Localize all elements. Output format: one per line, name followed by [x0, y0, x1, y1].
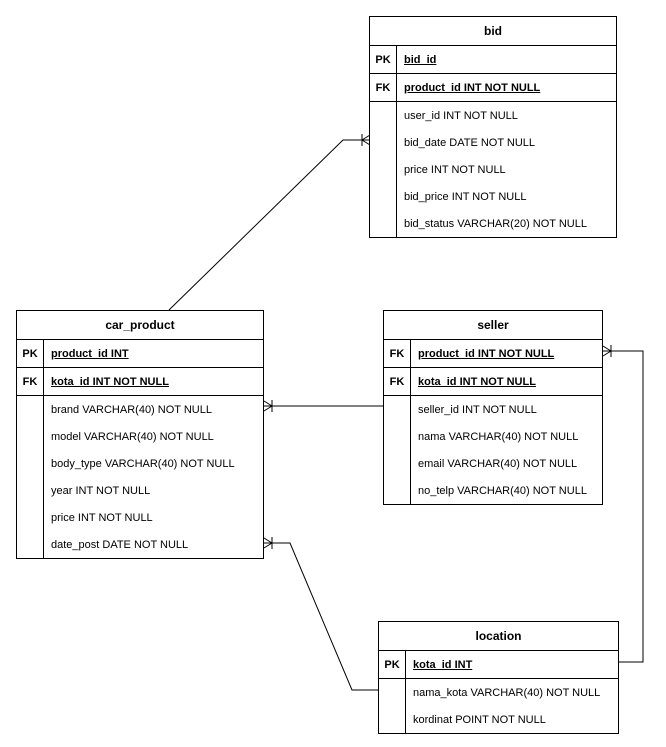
table-seller[interactable]: seller FK product_id INT NOT NULL FK kot…	[383, 310, 603, 505]
key-row[interactable]: FK kota_id INT NOT NULL	[384, 368, 602, 396]
attribute-row[interactable]: user_id INT NOT NULL	[404, 109, 518, 122]
key-row[interactable]: FK kota_id INT NOT NULL	[17, 368, 263, 396]
attribute-row[interactable]: seller_id INT NOT NULL	[418, 403, 537, 416]
attribute-section: seller_id INT NOT NULL nama VARCHAR(40) …	[384, 396, 602, 504]
attribute-row[interactable]: year INT NOT NULL	[51, 484, 151, 497]
attribute-gutter	[17, 396, 44, 558]
attribute-list: brand VARCHAR(40) NOT NULL model VARCHAR…	[44, 396, 263, 558]
key-row[interactable]: FK product_id INT NOT NULL	[384, 340, 602, 368]
attribute-section: user_id INT NOT NULL bid_date DATE NOT N…	[370, 102, 616, 237]
attribute-row[interactable]: nama_kota VARCHAR(40) NOT NULL	[413, 686, 601, 699]
key-row[interactable]: PK bid_id	[370, 46, 616, 74]
attribute-row[interactable]: price INT NOT NULL	[404, 163, 506, 176]
key-type: FK	[384, 368, 411, 395]
attribute-row[interactable]: body_type VARCHAR(40) NOT NULL	[51, 457, 235, 470]
key-row[interactable]: PK product_id INT	[17, 340, 263, 368]
attribute-list: user_id INT NOT NULL bid_date DATE NOT N…	[397, 102, 616, 237]
relation-car-product-bid[interactable]	[168, 139, 370, 311]
key-field: kota_id INT	[413, 658, 473, 671]
crowfoot-car-product-brand-icon	[263, 400, 273, 412]
key-row[interactable]: FK product_id INT NOT NULL	[370, 74, 616, 102]
key-type: FK	[17, 368, 44, 395]
attribute-row[interactable]: no_telp VARCHAR(40) NOT NULL	[418, 484, 587, 497]
key-row[interactable]: PK kota_id INT	[379, 651, 618, 679]
attribute-row[interactable]: bid_status VARCHAR(20) NOT NULL	[404, 217, 587, 230]
key-field: product_id INT NOT NULL	[404, 81, 541, 94]
table-title: location	[379, 622, 618, 651]
key-type: PK	[379, 651, 406, 678]
key-field: product_id INT	[51, 347, 129, 360]
table-car-product[interactable]: car_product PK product_id INT FK kota_id…	[16, 310, 264, 559]
key-type: FK	[370, 74, 397, 101]
key-type: FK	[384, 340, 411, 367]
attribute-row[interactable]: price INT NOT NULL	[51, 511, 153, 524]
table-bid[interactable]: bid PK bid_id FK product_id INT NOT NULL…	[369, 16, 617, 238]
key-field: product_id INT NOT NULL	[418, 347, 555, 360]
attribute-row[interactable]: brand VARCHAR(40) NOT NULL	[51, 403, 212, 416]
attribute-row[interactable]: bid_price INT NOT NULL	[404, 190, 527, 203]
table-title: seller	[384, 311, 602, 340]
relation-location-seller[interactable]	[603, 350, 644, 663]
attribute-section: nama_kota VARCHAR(40) NOT NULL kordinat …	[379, 679, 618, 733]
attribute-section: brand VARCHAR(40) NOT NULL model VARCHAR…	[17, 396, 263, 558]
attribute-row[interactable]: nama VARCHAR(40) NOT NULL	[418, 430, 579, 443]
key-field: kota_id INT NOT NULL	[418, 375, 536, 388]
attribute-row[interactable]: bid_date DATE NOT NULL	[404, 136, 536, 149]
table-title: bid	[370, 17, 616, 46]
table-title: car_product	[17, 311, 263, 340]
crowfoot-seller-icon	[602, 345, 612, 357]
table-location[interactable]: location PK kota_id INT nama_kota VARCHA…	[378, 621, 619, 734]
attribute-row[interactable]: email VARCHAR(40) NOT NULL	[418, 457, 578, 470]
attribute-row[interactable]: date_post DATE NOT NULL	[51, 538, 189, 551]
attribute-row[interactable]: kordinat POINT NOT NULL	[413, 713, 546, 726]
attribute-gutter	[379, 679, 406, 733]
relation-location-car-product[interactable]	[264, 542, 378, 691]
attribute-list: seller_id INT NOT NULL nama VARCHAR(40) …	[411, 396, 602, 504]
crowfoot-car-product-datepost-icon	[263, 537, 273, 549]
attribute-gutter	[370, 102, 397, 237]
key-field: bid_id	[404, 53, 437, 66]
attribute-list: nama_kota VARCHAR(40) NOT NULL kordinat …	[406, 679, 618, 733]
key-type: PK	[17, 340, 44, 367]
key-field: kota_id INT NOT NULL	[51, 375, 169, 388]
attribute-gutter	[384, 396, 411, 504]
attribute-row[interactable]: model VARCHAR(40) NOT NULL	[51, 430, 214, 443]
key-type: PK	[370, 46, 397, 73]
